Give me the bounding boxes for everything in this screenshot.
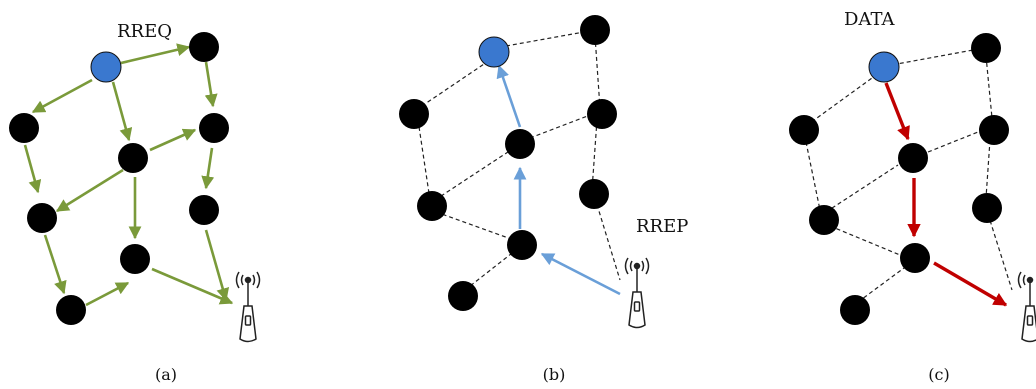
source-node	[478, 36, 510, 68]
panel-c-label: DATA	[844, 9, 895, 30]
node	[120, 244, 150, 274]
nodes-c	[789, 33, 1009, 325]
node	[27, 203, 57, 233]
node	[9, 113, 39, 143]
dashed-links-c	[805, 47, 1013, 303]
node	[809, 205, 839, 235]
node	[399, 99, 429, 129]
nodes-b	[399, 15, 617, 311]
panel-c-caption: (c)	[928, 365, 949, 384]
panel-a-label: RREQ	[117, 21, 172, 42]
rrep-arrows	[496, 64, 621, 296]
node	[587, 99, 617, 129]
arrow-lower-left-down	[43, 234, 67, 295]
antenna-icon	[1017, 271, 1036, 343]
source-node	[90, 51, 122, 83]
panel-c: DATA (c)	[789, 9, 1036, 384]
node	[789, 115, 819, 145]
panel-a: RREQ (a)	[9, 21, 261, 384]
source-node	[868, 51, 900, 83]
arrow-top-right-down	[204, 61, 218, 108]
arrow-source-to-left	[31, 78, 93, 114]
arrow-center-to-lower-left	[55, 168, 124, 213]
rreq-arrows	[23, 43, 234, 307]
arrow-left-down	[23, 144, 42, 194]
node	[840, 295, 870, 325]
arrow-antenna-to-node	[540, 252, 621, 296]
node	[580, 15, 610, 45]
node	[507, 230, 537, 260]
node	[505, 129, 535, 159]
panel-a-caption: (a)	[155, 365, 177, 384]
node	[448, 281, 478, 311]
arrow-source-to-top-right	[120, 43, 191, 65]
data-arrows	[884, 82, 1008, 307]
node	[56, 295, 86, 325]
panel-b-label: RREP	[636, 216, 688, 237]
arrow-mid-to-antenna	[151, 267, 234, 305]
arrow-node-to-antenna	[933, 261, 1008, 307]
dashed-links-b	[415, 29, 621, 291]
nodes-a	[9, 32, 229, 325]
node	[979, 115, 1009, 145]
node	[417, 191, 447, 221]
node	[189, 195, 219, 225]
node	[971, 33, 1001, 63]
arrow-right-down	[201, 147, 215, 190]
node	[898, 143, 928, 173]
arrow-center-to-right	[149, 128, 197, 152]
arrow-source-to-center	[884, 82, 910, 141]
node	[972, 193, 1002, 223]
antenna-icon	[235, 271, 261, 343]
node	[189, 32, 219, 62]
arrow-source-to-center	[111, 81, 133, 142]
node	[579, 179, 609, 209]
panel-b: RREP (b)	[399, 15, 688, 384]
arrow-right2-to-antenna	[204, 229, 230, 302]
panel-b-caption: (b)	[543, 365, 566, 384]
node	[118, 143, 148, 173]
arrow-node-to-source	[496, 64, 522, 128]
antenna-icon	[624, 257, 650, 329]
node	[199, 113, 229, 143]
node	[900, 243, 930, 273]
arrow-bottom-to-mid	[85, 281, 130, 307]
